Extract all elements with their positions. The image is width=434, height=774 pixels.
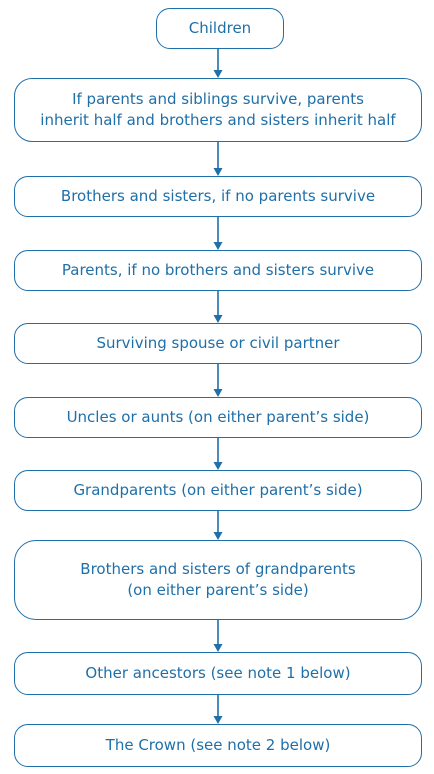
connector-arrow xyxy=(213,217,223,250)
connector-arrow xyxy=(213,49,223,78)
arrowhead-icon xyxy=(213,389,223,397)
step-label: Brothers and sisters, if no parents surv… xyxy=(60,186,376,205)
connector-arrow xyxy=(213,511,223,540)
step-siblings-of-grandparents: Brothers and sisters of grandparents (on… xyxy=(14,540,422,620)
step-children: Children xyxy=(156,8,284,49)
connector-arrow xyxy=(213,695,223,724)
step-label: Children xyxy=(188,18,252,37)
connector-arrow xyxy=(213,291,223,323)
step-other-ancestors: Other ancestors (see note 1 below) xyxy=(14,652,422,695)
step-label: Other ancestors (see note 1 below) xyxy=(85,663,351,682)
step-uncles-or-aunts: Uncles or aunts (on either parent’s side… xyxy=(14,397,422,438)
arrowhead-icon xyxy=(213,716,223,724)
step-parents: Parents, if no brothers and sisters surv… xyxy=(14,250,422,291)
arrowhead-icon xyxy=(213,242,223,250)
connector-arrow xyxy=(213,142,223,176)
connector-arrow xyxy=(213,438,223,470)
step-label: If parents and siblings survive, parents… xyxy=(40,89,396,129)
step-label: Surviving spouse or civil partner xyxy=(96,333,340,352)
step-label: Parents, if no brothers and sisters surv… xyxy=(61,260,375,279)
step-brothers-and-sisters: Brothers and sisters, if no parents surv… xyxy=(14,176,422,217)
step-the-crown: The Crown (see note 2 below) xyxy=(14,724,422,767)
step-label: The Crown (see note 2 below) xyxy=(105,735,331,754)
connector-arrow xyxy=(213,364,223,397)
step-parents-and-siblings: If parents and siblings survive, parents… xyxy=(14,78,422,142)
arrowhead-icon xyxy=(213,315,223,323)
step-label: Brothers and sisters of grandparents (on… xyxy=(80,559,356,599)
arrowhead-icon xyxy=(213,644,223,652)
arrowhead-icon xyxy=(213,168,223,176)
arrowhead-icon xyxy=(213,532,223,540)
step-grandparents: Grandparents (on either parent’s side) xyxy=(14,470,422,511)
arrowhead-icon xyxy=(213,70,223,78)
step-label: Uncles or aunts (on either parent’s side… xyxy=(66,407,370,426)
step-surviving-spouse: Surviving spouse or civil partner xyxy=(14,323,422,364)
connector-arrow xyxy=(213,620,223,652)
arrowhead-icon xyxy=(213,462,223,470)
step-label: Grandparents (on either parent’s side) xyxy=(73,480,363,499)
